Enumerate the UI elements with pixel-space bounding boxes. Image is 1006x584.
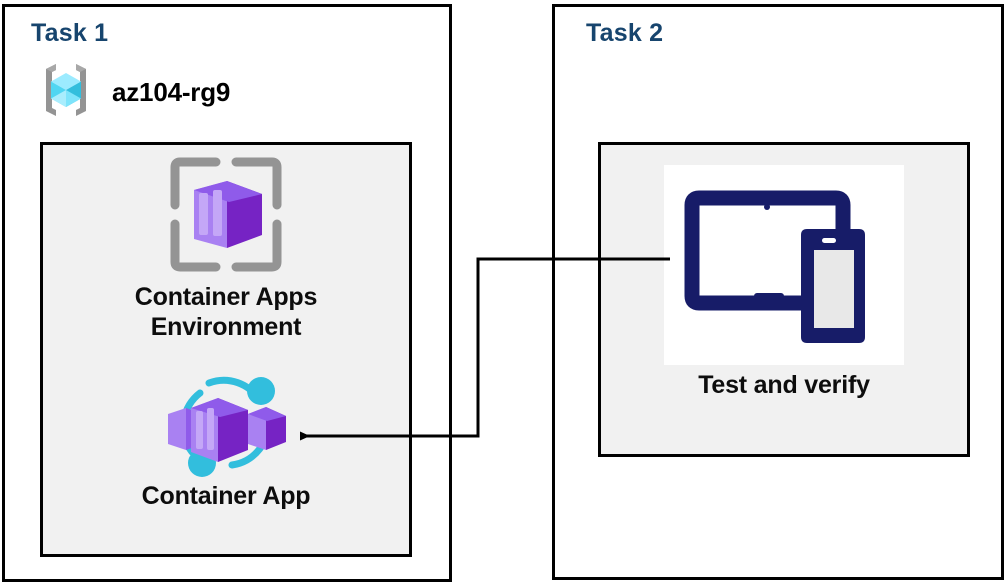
resource-group-header: az104-rg9 <box>34 58 230 127</box>
container-app-icon <box>156 370 296 478</box>
task-1-title: Task 1 <box>31 19 109 47</box>
node-container-app: Container App <box>60 370 392 512</box>
task-2-title: Task 2 <box>586 19 664 47</box>
devices-test-icon <box>664 165 904 365</box>
node-test-and-verify: Test and verify <box>640 165 928 401</box>
node-container-apps-environment: Container Apps Environment <box>60 152 392 342</box>
node-container-apps-environment-label: Container Apps Environment <box>134 283 318 341</box>
resource-group-name: az104-rg9 <box>112 77 231 107</box>
resource-group-icon <box>34 58 98 127</box>
container-apps-environment-icon <box>161 152 291 277</box>
node-test-and-verify-label: Test and verify <box>698 371 870 399</box>
node-container-app-label: Container App <box>141 482 311 510</box>
